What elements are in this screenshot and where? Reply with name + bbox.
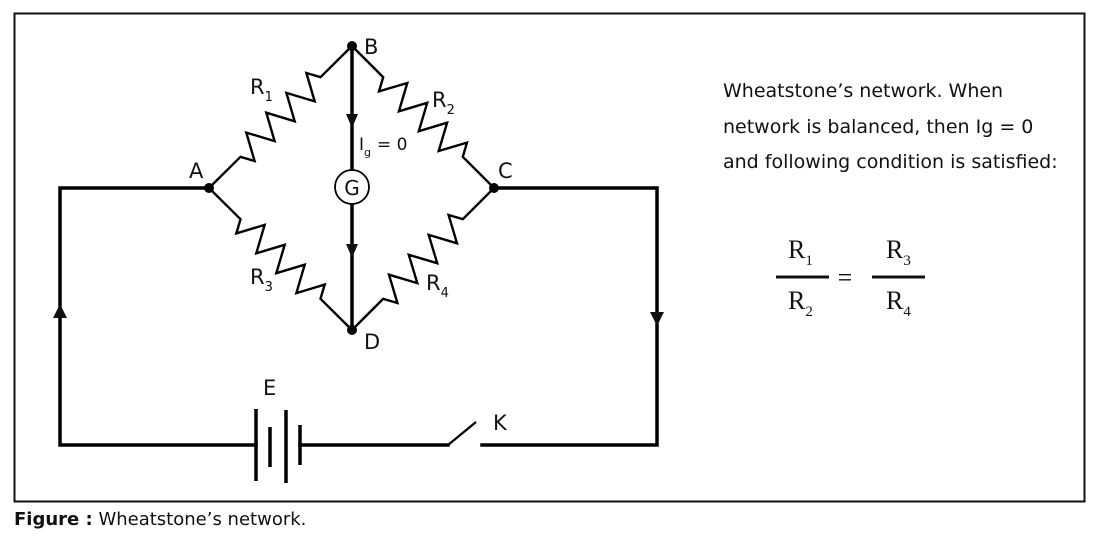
r3-symbol: R — [250, 265, 265, 289]
equals-sign: = — [838, 263, 853, 292]
balance-condition-formula: R1 R2 = R3 R4 — [776, 235, 925, 320]
r3-label: R3 — [250, 265, 273, 295]
r2-subscript: 2 — [447, 103, 455, 118]
ig-subscript: g — [364, 146, 371, 159]
node-b — [347, 41, 357, 51]
description-text: Wheatstone’s network. When network is ba… — [723, 80, 1058, 173]
lhs-den-symbol: R — [788, 286, 806, 315]
rhs-den-subscript: 4 — [903, 304, 911, 320]
current-arrow-down-icon — [650, 312, 664, 326]
ig-symbol: I — [359, 135, 364, 155]
r3-subscript: 3 — [265, 280, 273, 295]
ig-value: = 0 — [377, 135, 407, 155]
resistor-r3 — [208, 187, 353, 331]
r4-symbol: R — [426, 271, 441, 295]
r1-subscript: 1 — [265, 90, 273, 105]
switch-lever[interactable] — [447, 421, 477, 446]
ig-label: Ig = 0 — [359, 135, 407, 159]
lhs-denominator: R2 — [788, 286, 813, 320]
wire-right-loop — [480, 186, 659, 447]
current-arrow-down-icon — [346, 244, 358, 258]
node-b-label: B — [364, 35, 378, 59]
battery — [254, 409, 302, 483]
caption-prefix: Figure : — [14, 509, 93, 530]
node-d-label: D — [364, 330, 380, 354]
current-arrow-up-icon — [53, 304, 67, 318]
r2-symbol: R — [432, 88, 447, 112]
node-c-label: C — [498, 159, 513, 183]
caption-text: Wheatstone’s network. — [92, 509, 307, 530]
figure-caption: Figure : Wheatstone’s network. — [14, 509, 306, 530]
switch-label: K — [493, 411, 508, 435]
r1-symbol: R — [250, 75, 265, 99]
resistor-r4 — [351, 187, 495, 331]
battery-label: E — [263, 376, 276, 400]
r1-label: R1 — [250, 75, 273, 105]
figure-frame — [13, 12, 1086, 503]
galvanometer-label: G — [344, 176, 360, 200]
resistor-r1 — [208, 45, 353, 189]
rhs-numerator: R3 — [886, 235, 911, 269]
galvanometer — [334, 169, 370, 205]
node-a — [204, 183, 214, 193]
node-d — [347, 325, 357, 335]
lhs-num-subscript: 1 — [805, 253, 813, 269]
node-c — [489, 183, 499, 193]
rhs-denominator: R4 — [886, 286, 911, 320]
lhs-den-subscript: 2 — [805, 304, 813, 320]
rhs-den-symbol: R — [886, 286, 904, 315]
current-arrow-ig-icon — [346, 114, 358, 128]
lhs-num-symbol: R — [788, 235, 806, 264]
resistor-r2 — [351, 45, 495, 189]
rhs-num-subscript: 3 — [903, 253, 911, 269]
wire-left-loop — [58, 186, 258, 447]
lhs-numerator: R1 — [788, 235, 813, 269]
r4-label: R4 — [426, 271, 449, 301]
r2-label: R2 — [432, 88, 455, 118]
r4-subscript: 4 — [441, 286, 449, 301]
rhs-num-symbol: R — [886, 235, 904, 264]
node-a-label: A — [189, 159, 204, 183]
